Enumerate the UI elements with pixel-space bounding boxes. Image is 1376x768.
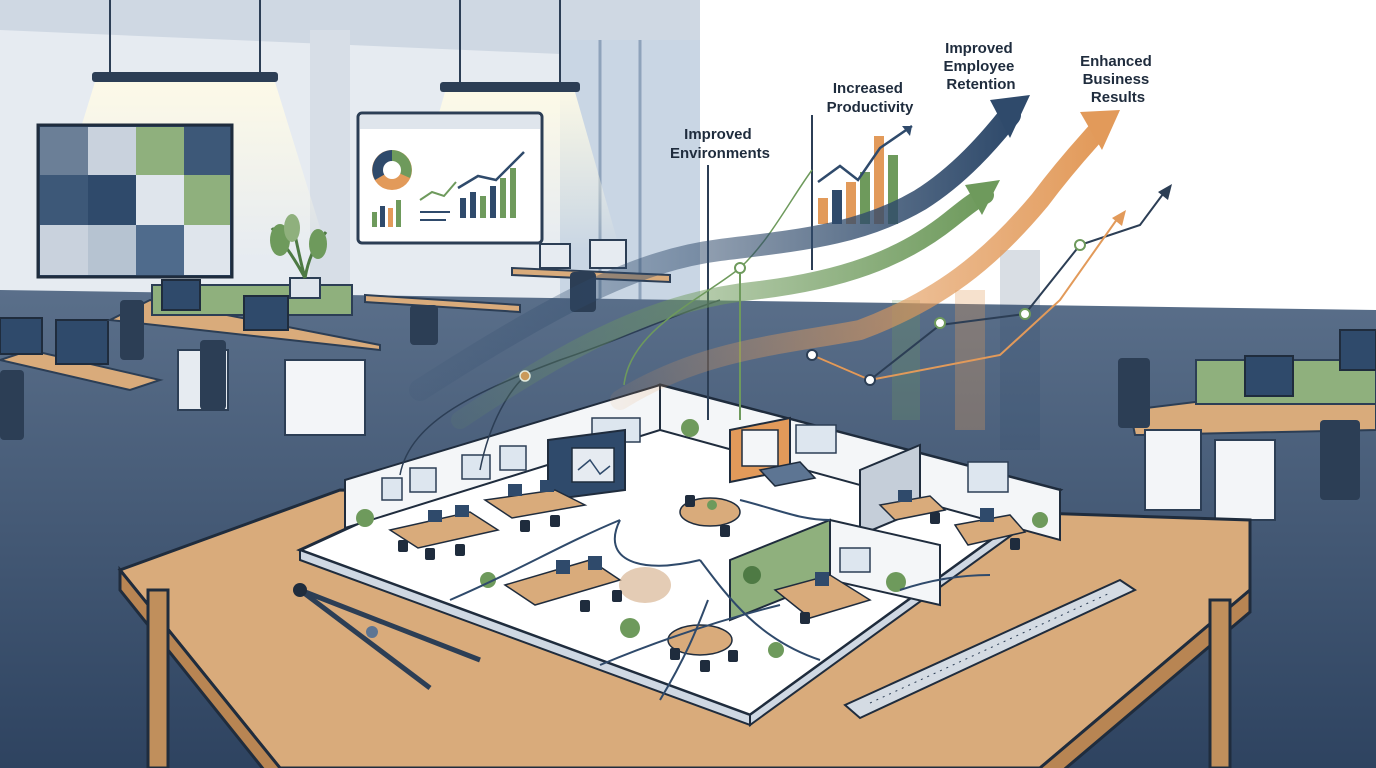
label-increased-productivity: Increased Productivity (827, 80, 914, 116)
label-enhanced-business-results: Enhanced Business Results (1080, 53, 1156, 106)
wall-tile-art (36, 123, 234, 279)
circulation-paths (449, 499, 991, 701)
background-desks-left (0, 239, 671, 440)
model-plants (356, 419, 1048, 658)
wall-dashboard-screen (356, 111, 544, 245)
background-plant (270, 214, 328, 299)
ruler (843, 578, 1138, 720)
drafting-compass (293, 583, 481, 690)
background-desks-right (1118, 329, 1376, 521)
mini-bar-chart (817, 124, 913, 224)
floor-plan-model (296, 383, 1064, 727)
label-improved-environments: Improved Environments (670, 126, 770, 162)
benefit-labels: Improved Environments Increased Producti… (670, 40, 1156, 162)
growth-chart-overlay (399, 95, 1172, 476)
label-improved-employee-retention: Improved Employee Retention (943, 40, 1018, 93)
